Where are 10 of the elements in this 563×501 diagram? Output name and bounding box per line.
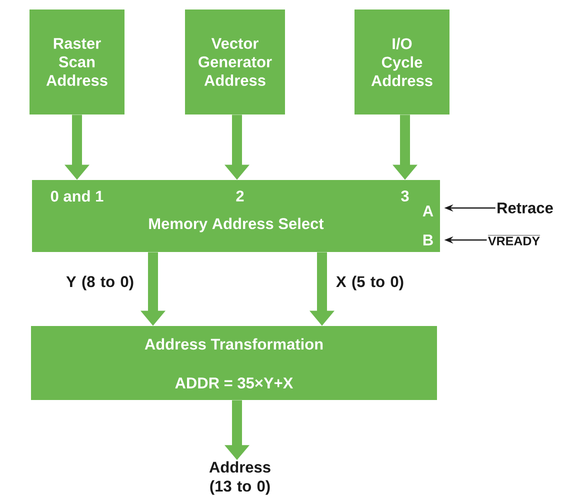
process-box: Vector Generator Address [185, 10, 285, 114]
process-box: Address Transformation ADDR = 35×Y+X [31, 326, 437, 400]
output-label: Address (13 to 0) [209, 461, 270, 495]
process-box: I/O Cycle Address [354, 10, 450, 114]
process-box: 0 and 1 2 3 Memory Address Select A B [32, 180, 440, 252]
signal-label: Retrace [498, 202, 553, 214]
edge-label: Y (8 to 0) [66, 276, 134, 290]
signal-label: VREADY [488, 235, 540, 246]
process-box: Raster Scan Address [30, 10, 124, 114]
edge-label: X (5 to 0) [336, 276, 404, 290]
